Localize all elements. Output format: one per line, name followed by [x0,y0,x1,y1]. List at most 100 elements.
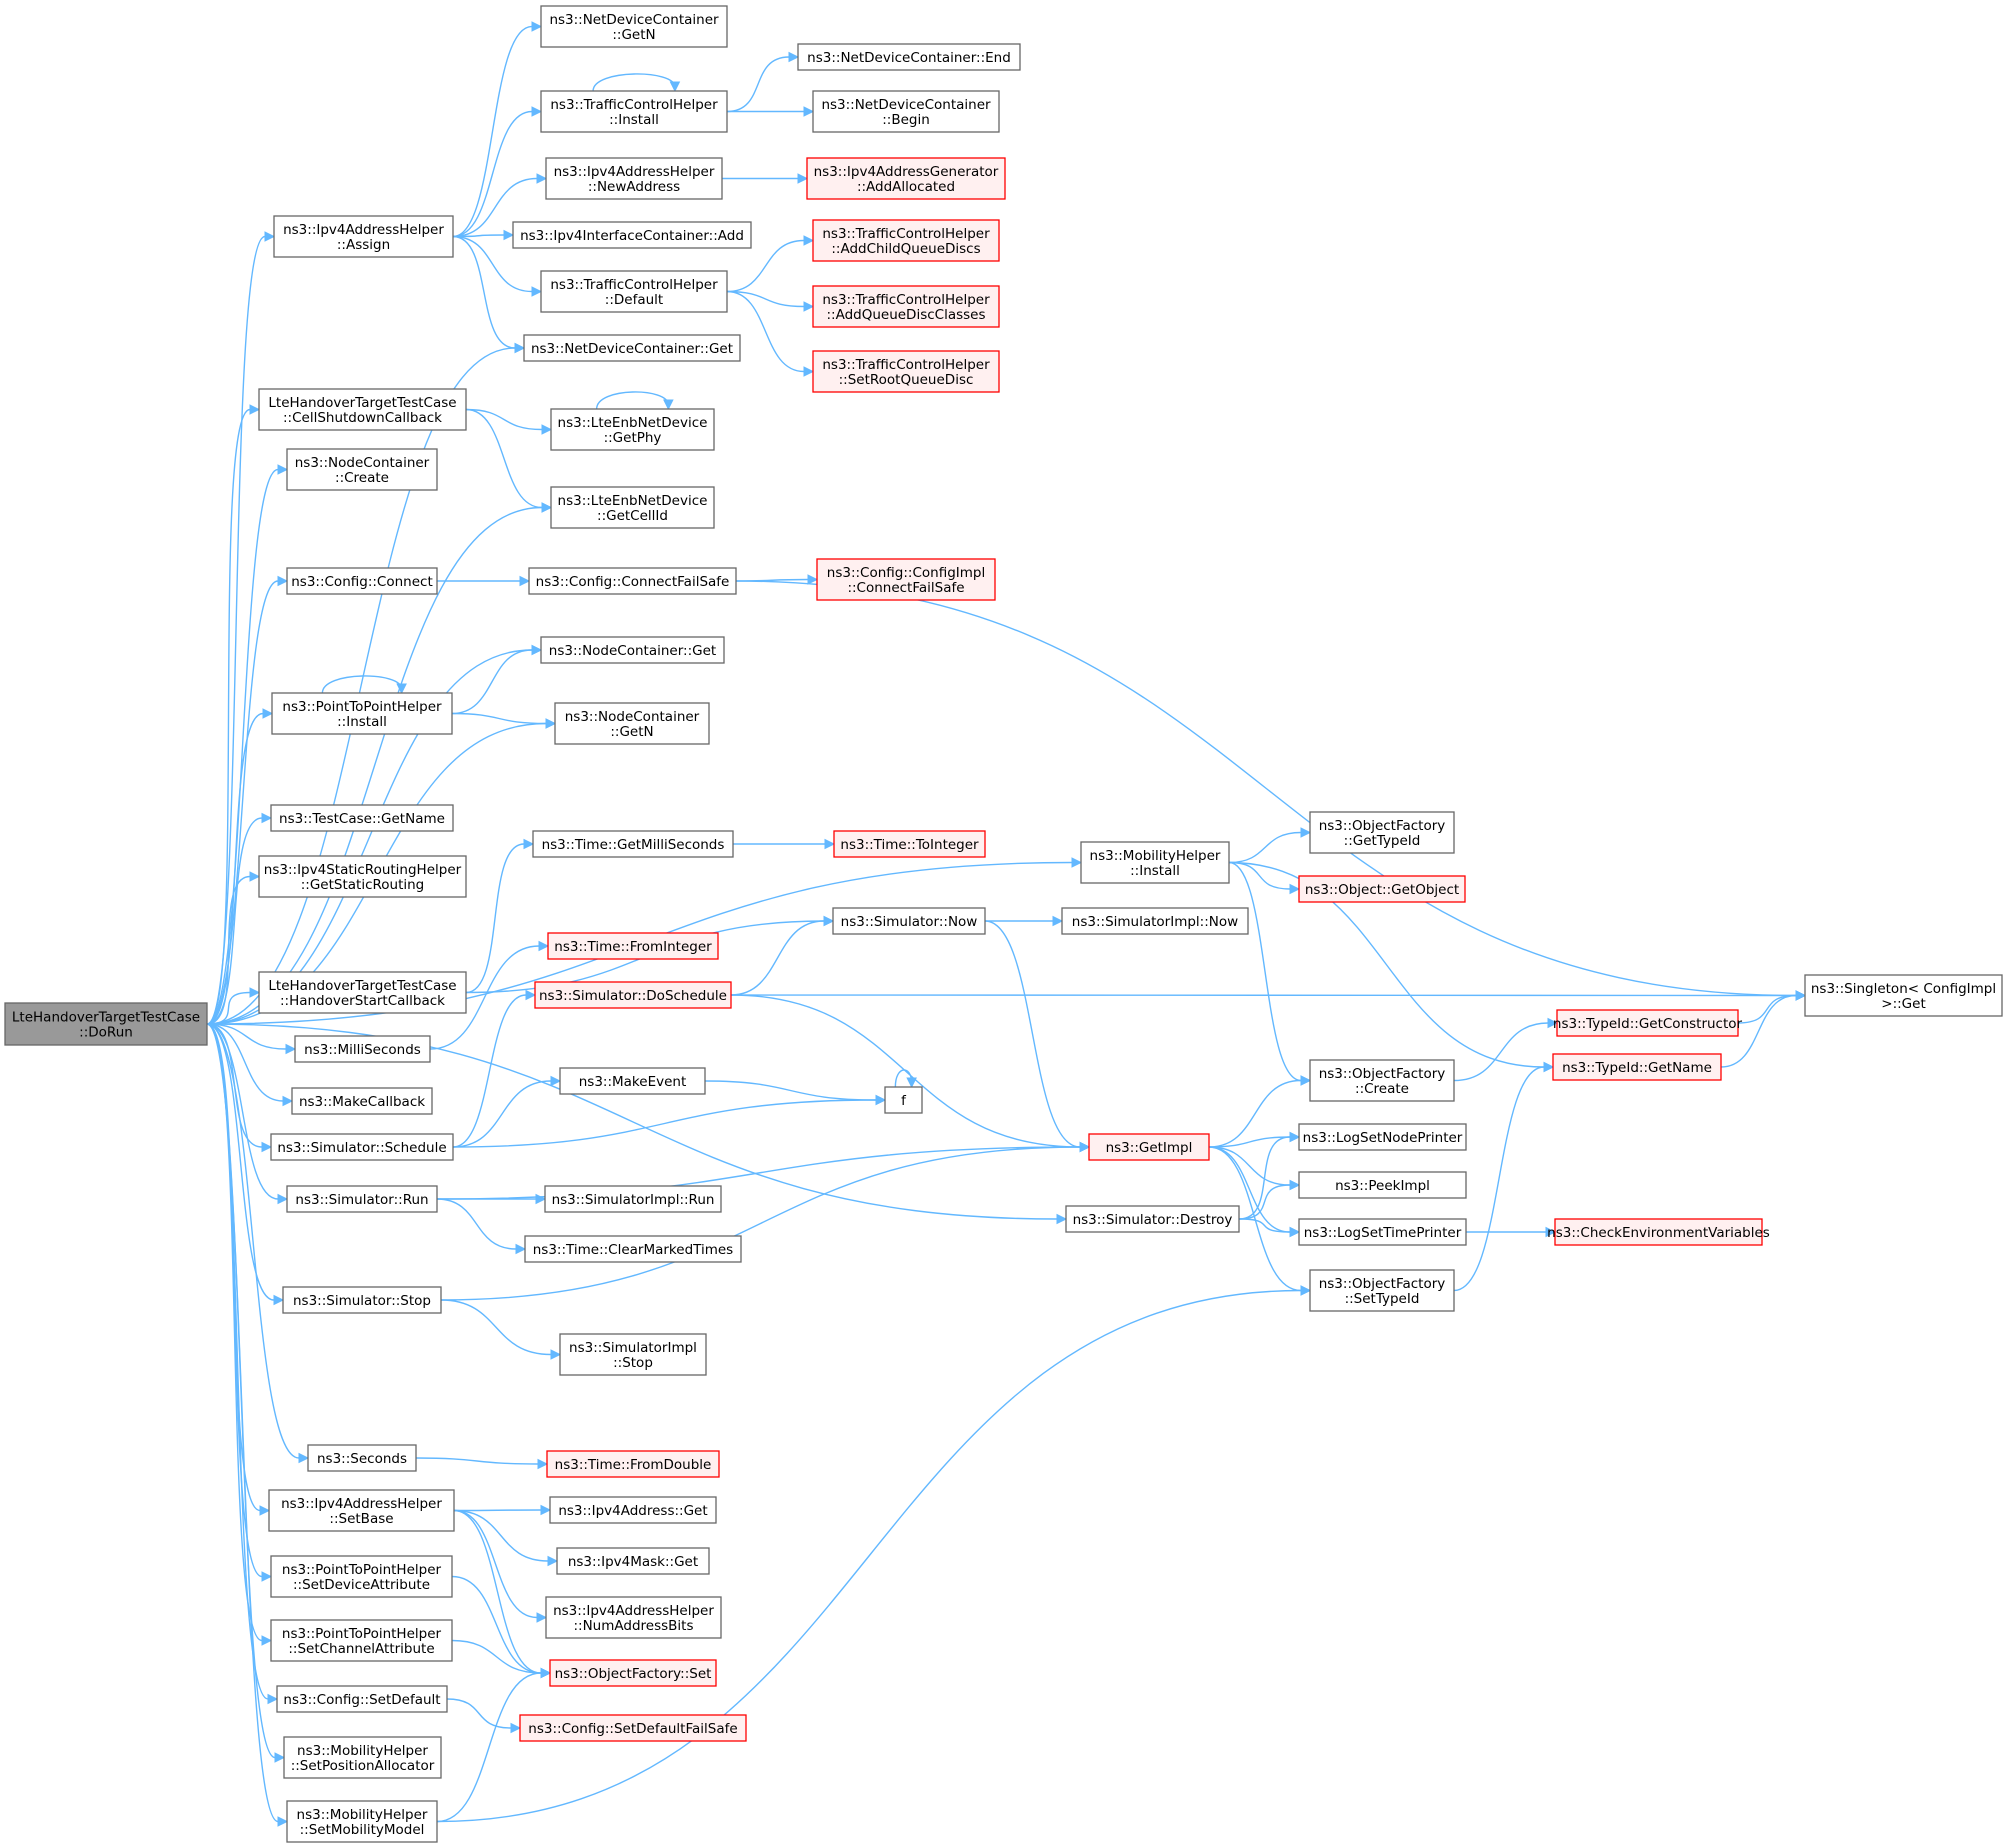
node-nc-create[interactable]: ns3::NodeContainer::Create [286,448,438,491]
node-mh-setposalloc[interactable]: ns3::MobilityHelper::SetPositionAllocato… [283,1736,442,1779]
node-nc-getn[interactable]: ns3::NodeContainer::GetN [554,702,710,745]
node-sim-doschedule[interactable]: ns3::Simulator::DoSchedule [534,981,732,1009]
node-checkenv[interactable]: ns3::CheckEnvironmentVariables [1547,1218,1770,1246]
node-box [540,90,728,133]
node-ndc-getn[interactable]: ns3::NetDeviceContainer::GetN [540,5,728,48]
node-f[interactable]: f [884,1086,923,1114]
node-lhttc-cellshutdown[interactable]: LteHandoverTargetTestCase::CellShutdownC… [258,388,467,431]
node-sim-destroy[interactable]: ns3::Simulator::Destroy [1065,1205,1240,1233]
node-time-fromdouble[interactable]: ns3::Time::FromDouble [546,1450,720,1478]
node-ipv4ah-assign[interactable]: ns3::Ipv4AddressHelper::Assign [273,215,454,258]
node-tc-getname[interactable]: ns3::TestCase::GetName [270,804,454,832]
node-tch-addclasses[interactable]: ns3::TrafficControlHelper::AddQueueDiscC… [812,285,1000,328]
node-typeid-getconstructor[interactable]: ns3::TypeId::GetConstructor [1553,1009,1743,1037]
node-sim-run[interactable]: ns3::Simulator::Run [286,1185,438,1213]
node-makecallback[interactable]: ns3::MakeCallback [291,1087,433,1115]
call-edge-tch_install-to-ndc_end [726,51,800,113]
call-edge-ipv4ah_assign-to-ipv4ah_newaddress [452,173,548,238]
node-led-getcellid[interactable]: ns3::LteEnbNetDevice::GetCellId [550,486,715,529]
edge-line [451,1575,542,1674]
node-label: ns3::NodeContainer [295,455,430,471]
node-ipv4ah-newaddress[interactable]: ns3::Ipv4AddressHelper::NewAddress [545,157,723,200]
node-box [524,1235,742,1263]
node-singleton-get[interactable]: ns3::Singleton< ConfigImpl>::Get [1804,974,2003,1017]
node-label: ::CellShutdownCallback [283,410,442,426]
node-config-connect[interactable]: ns3::Config::Connect [286,567,438,595]
node-config-setdefaultfailsafe[interactable]: ns3::Config::SetDefaultFailSafe [519,1714,747,1742]
node-ipv4addr-get[interactable]: ns3::Ipv4Address::Get [549,1496,717,1524]
node-ipv4srh-getstatic[interactable]: ns3::Ipv4StaticRoutingHelper::GetStaticR… [258,855,467,898]
node-makeevent[interactable]: ns3::MakeEvent [559,1067,706,1095]
node-of-set[interactable]: ns3::ObjectFactory::Set [549,1659,717,1687]
node-sim-schedule[interactable]: ns3::Simulator::Schedule [270,1133,454,1161]
node-mh-install[interactable]: ns3::MobilityHelper::Install [1080,841,1230,884]
node-box [554,702,710,745]
node-led-getphy[interactable]: ns3::LteEnbNetDevice::GetPhy [550,408,715,451]
node-ipv4ic-add[interactable]: ns3::Ipv4InterfaceContainer::Add [512,221,752,249]
node-label: ::GetN [610,724,653,740]
node-config-connectfailsafe[interactable]: ns3::Config::ConnectFailSafe [528,567,737,595]
node-nc-get[interactable]: ns3::NodeContainer::Get [540,636,725,664]
node-ipv4ag-addallocated[interactable]: ns3::Ipv4AddressGenerator::AddAllocated [806,157,1006,200]
node-label: ns3::SimulatorImpl::Now [1072,914,1238,930]
arrowhead-icon [1079,1141,1091,1153]
node-label: LteHandoverTargetTestCase [12,1010,200,1026]
node-box [523,334,741,362]
edge-line [735,580,1797,997]
node-box [884,1086,923,1114]
node-box [283,1736,442,1779]
node-sim-now[interactable]: ns3::Simulator::Now [832,907,986,935]
node-time-getms[interactable]: ns3::Time::GetMilliSeconds [532,830,734,858]
node-tch-install[interactable]: ns3::TrafficControlHelper::Install [540,90,728,133]
node-p2p-setchanattr[interactable]: ns3::PointToPointHelper::SetChannelAttri… [270,1619,453,1662]
node-label: ::HandoverStartCallback [280,993,445,1009]
node-time-clearmarked[interactable]: ns3::Time::ClearMarkedTimes [524,1235,742,1263]
edge-line [436,1198,517,1250]
node-box [812,90,1000,133]
arrowhead-icon [262,708,274,719]
node-ndc-get[interactable]: ns3::NetDeviceContainer::Get [523,334,741,362]
node-box [1552,1053,1722,1081]
node-box [307,1444,417,1472]
node-ndc-end[interactable]: ns3::NetDeviceContainer::End [797,43,1021,71]
node-tch-default[interactable]: ns3::TrafficControlHelper::Default [540,270,728,313]
node-time-frominteger[interactable]: ns3::Time::FromInteger [547,932,719,960]
node-box [294,1035,431,1063]
node-simimpl-now[interactable]: ns3::SimulatorImpl::Now [1061,907,1249,935]
node-obj-getobject[interactable]: ns3::Object::GetObject [1298,875,1466,903]
node-root[interactable]: LteHandoverTargetTestCase::DoRun [4,1002,208,1046]
node-getimpl[interactable]: ns3::GetImpl [1088,1133,1210,1161]
node-simimpl-run[interactable]: ns3::SimulatorImpl::Run [544,1185,722,1213]
node-peekimpl[interactable]: ns3::PeekImpl [1298,1171,1467,1199]
node-ipv4mask-get[interactable]: ns3::Ipv4Mask::Get [556,1547,710,1575]
node-tch-addchild[interactable]: ns3::TrafficControlHelper::AddChildQueue… [812,219,1000,262]
node-label: ns3::Simulator::Destroy [1073,1212,1233,1228]
edge-line [452,235,533,293]
node-p2p-setdevattr[interactable]: ns3::PointToPointHelper::SetDeviceAttrib… [270,1555,453,1598]
node-millis[interactable]: ns3::MilliSeconds [294,1035,431,1063]
node-of-gettypeid[interactable]: ns3::ObjectFactory::GetTypeId [1309,811,1455,854]
arrowhead-icon [797,173,809,184]
node-ndc-begin[interactable]: ns3::NetDeviceContainer::Begin [812,90,1000,133]
node-time-tointeger[interactable]: ns3::Time::ToInteger [833,830,986,858]
node-of-create[interactable]: ns3::ObjectFactory::Create [1309,1059,1455,1102]
node-tch-setroot[interactable]: ns3::TrafficControlHelper::SetRootQueueD… [812,350,1000,393]
node-ipv4ah-setbase[interactable]: ns3::Ipv4AddressHelper::SetBase [268,1489,455,1532]
node-p2p-install[interactable]: ns3::PointToPointHelper::Install [271,692,453,735]
node-mh-setmobmodel[interactable]: ns3::MobilityHelper::SetMobilityModel [286,1800,438,1843]
node-logsettimeprinter[interactable]: ns3::LogSetTimePrinter [1298,1218,1467,1246]
call-edge-ipv4ah_assign-to-ndc_getn [452,21,543,238]
node-lhttc-handoverstart[interactable]: LteHandoverTargetTestCase::HandoverStart… [258,971,467,1014]
node-seconds[interactable]: ns3::Seconds [307,1444,417,1472]
call-edge-root-to-lhttc_cellshutdown [206,404,261,1025]
node-simimpl-stop[interactable]: ns3::SimulatorImpl::Stop [559,1333,707,1376]
node-typeid-getname[interactable]: ns3::TypeId::GetName [1552,1053,1722,1081]
edge-line [1208,1146,1302,1292]
node-configimpl-connectfailsafe[interactable]: ns3::Config::ConfigImpl::ConnectFailSafe [816,558,996,601]
node-config-setdefault[interactable]: ns3::Config::SetDefault [276,1685,448,1713]
node-sim-stop[interactable]: ns3::Simulator::Stop [282,1286,442,1314]
node-of-settypeid[interactable]: ns3::ObjectFactory::SetTypeId [1309,1269,1455,1312]
node-ipv4ah-numaddrbits[interactable]: ns3::Ipv4AddressHelper::NumAddressBits [545,1596,722,1639]
node-logsetnodeprinter[interactable]: ns3::LogSetNodePrinter [1298,1123,1467,1151]
call-edge-sim_destroy-to-peekimpl [1238,1179,1301,1220]
